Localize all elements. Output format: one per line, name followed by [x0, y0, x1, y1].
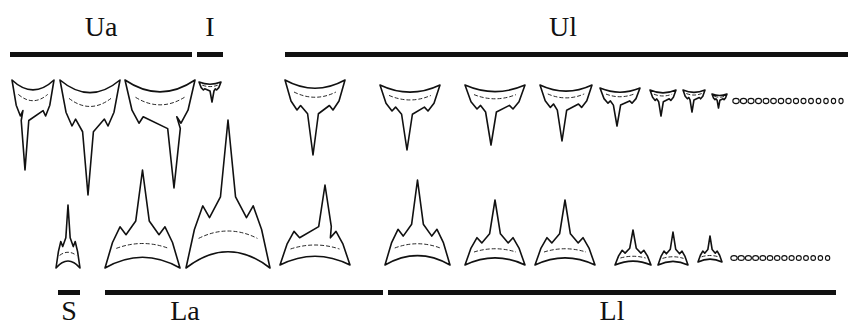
group-bar: [105, 290, 383, 295]
enamel-line: [474, 249, 516, 252]
lower-tooth: [56, 205, 80, 268]
small-tooth: [824, 98, 828, 103]
enamel-line: [654, 94, 672, 96]
upper-tooth: [380, 85, 440, 150]
small-tooth: [760, 256, 766, 261]
enamel-line: [136, 97, 185, 105]
small-tooth: [831, 98, 835, 103]
group-label: Ll: [600, 296, 625, 326]
upper-tooth: [540, 85, 592, 141]
small-tooth: [731, 256, 737, 261]
small-tooth: [816, 98, 821, 103]
small-tooth: [774, 256, 779, 261]
group-bar: [285, 52, 848, 57]
enamel-line: [389, 95, 431, 100]
enamel-line: [199, 231, 258, 238]
small-tooth: [733, 98, 739, 103]
small-tooth: [753, 256, 759, 261]
small-tooth: [748, 98, 754, 103]
lower-tooth: [615, 230, 651, 265]
enamel-line: [18, 94, 47, 100]
small-tooth: [782, 256, 787, 261]
upper-tooth: [683, 90, 705, 112]
upper-tooth: [650, 90, 676, 116]
group-label: Ua: [85, 12, 118, 42]
small-tooth: [818, 256, 822, 261]
small-tooth: [786, 98, 791, 103]
enamel-line: [548, 94, 584, 98]
enamel-line: [69, 98, 111, 106]
group-label: I: [205, 12, 214, 42]
upper-tooth: [60, 80, 120, 195]
enamel-line: [294, 92, 336, 97]
group-label: Ul: [549, 12, 577, 42]
enamel-line: [474, 95, 516, 99]
lower-tooth: [280, 185, 350, 265]
upper-tooth: [465, 85, 525, 145]
group-bar: [10, 52, 192, 57]
small-tooth: [801, 98, 806, 103]
enamel-line: [544, 249, 586, 252]
lower-tooth: [186, 120, 270, 268]
small-tooth: [811, 256, 816, 261]
group-label: La: [170, 296, 200, 326]
small-tooth: [825, 256, 829, 261]
small-tooth: [763, 98, 769, 103]
small-tooth: [771, 98, 777, 103]
lower-teeth: [56, 120, 722, 268]
enamel-line: [663, 257, 684, 259]
enamel-line: [116, 244, 169, 249]
lower-tooth: [105, 170, 180, 268]
enamel-line: [686, 94, 701, 96]
upper-tooth: [12, 80, 54, 170]
upper-tooth: [285, 80, 345, 155]
upper-tooth: [199, 82, 221, 102]
enamel-line: [291, 245, 340, 249]
small-tooth: [796, 256, 801, 261]
lower-tooth: [658, 232, 688, 265]
lower-tooth: [535, 200, 595, 265]
lower-tooth: [465, 200, 525, 265]
enamel-line: [606, 94, 634, 97]
small-tooth: [804, 256, 809, 261]
upper-teeth: [12, 80, 727, 195]
upper-tooth: [712, 94, 727, 108]
small-tooth: [738, 256, 744, 261]
enamel-line: [702, 256, 719, 257]
enamel-line: [60, 252, 77, 255]
enamel-line: [620, 256, 645, 258]
small-tooth: [740, 98, 746, 103]
small-tooth: [809, 98, 814, 103]
small-tooth: [839, 98, 843, 103]
upper-tooth: [125, 80, 195, 188]
enamel-line: [714, 96, 725, 98]
group-label: S: [61, 296, 77, 326]
group-bar: [58, 290, 80, 295]
enamel-line: [395, 244, 441, 248]
lower-tooth: [698, 236, 722, 262]
small-tooth: [789, 256, 794, 261]
small-tooth: [778, 98, 783, 103]
small-tooth: [756, 98, 762, 103]
group-bar: [388, 290, 836, 295]
upper-tooth: [600, 88, 640, 126]
group-bar: [197, 52, 223, 57]
small-tooth: [793, 98, 798, 103]
enamel-line: [202, 85, 217, 86]
small-tooth: [745, 256, 751, 261]
small-tooth: [767, 256, 773, 261]
lower-tooth: [385, 180, 450, 265]
